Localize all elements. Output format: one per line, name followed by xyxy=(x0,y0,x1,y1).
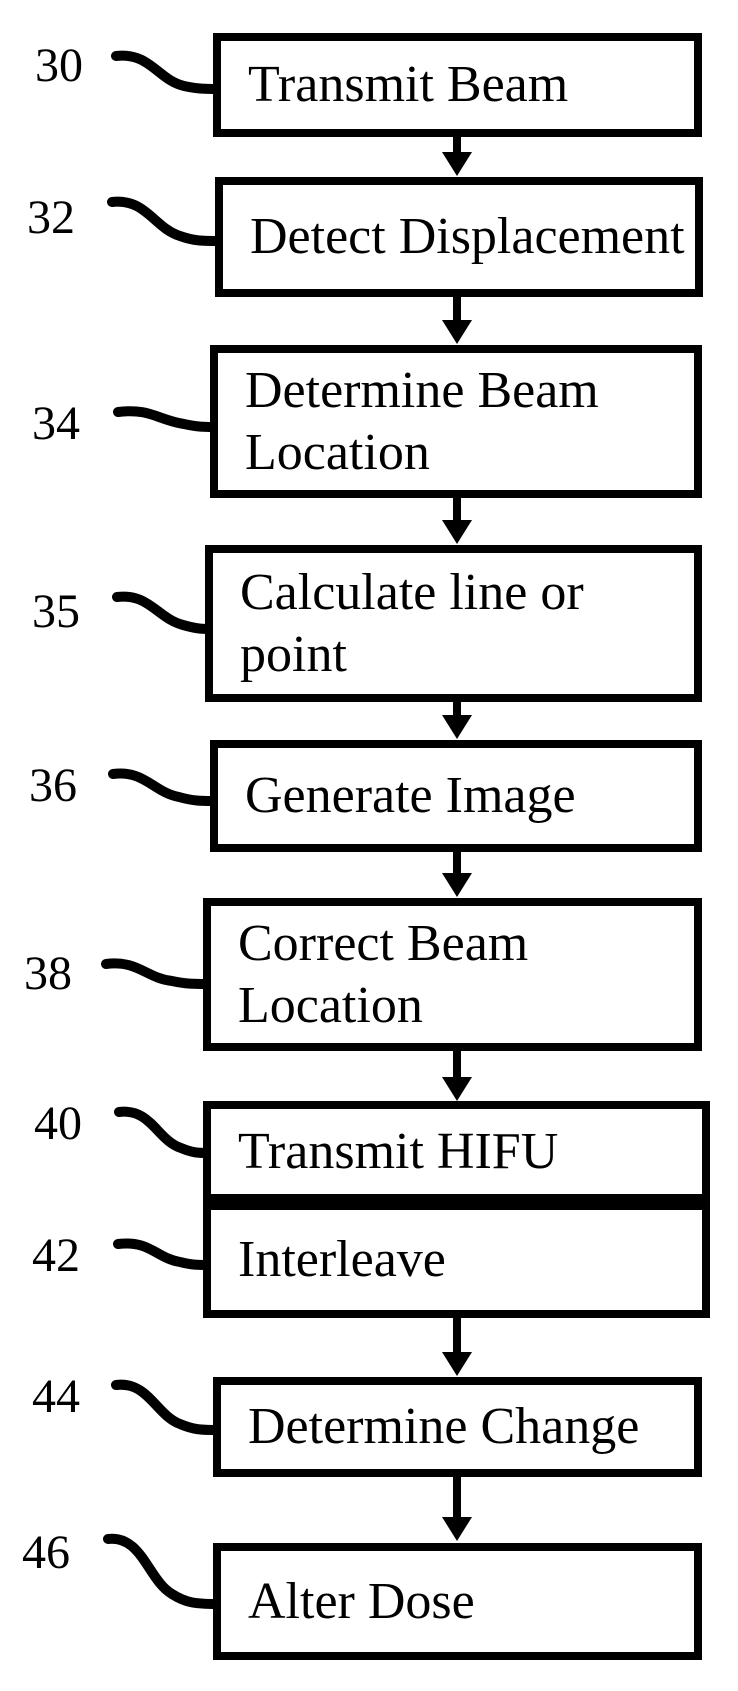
flow-arrow-3 xyxy=(442,498,472,544)
leader-line-34 xyxy=(113,406,219,432)
ref-label-30: 30 xyxy=(35,39,83,92)
ref-label-35: 35 xyxy=(32,585,80,638)
step-label: Detect Displacement xyxy=(250,208,685,266)
flow-box-generate-image: Generate Image xyxy=(210,740,702,852)
leader-line-32 xyxy=(107,196,224,246)
leader-line-35 xyxy=(112,591,216,634)
flow-arrow-2 xyxy=(442,297,472,344)
step-label: Calculate line or point xyxy=(240,564,584,683)
ref-label-42: 42 xyxy=(32,1229,80,1282)
step-label: Transmit HIFU xyxy=(238,1122,559,1180)
flow-arrow-7 xyxy=(442,1318,472,1376)
leader-line-42 xyxy=(113,1238,212,1270)
step-label: Alter Dose xyxy=(248,1572,475,1630)
leader-line-36 xyxy=(108,768,219,806)
flow-arrow-4 xyxy=(442,702,472,739)
step-label: Generate Image xyxy=(245,767,576,825)
flow-box-transmit-hifu: Transmit HIFU xyxy=(203,1101,710,1202)
flow-box-alter-dose: Alter Dose xyxy=(213,1543,702,1660)
flow-box-detect-displacement: Detect Displacement xyxy=(215,177,703,297)
step-label: Interleave xyxy=(238,1231,446,1289)
leader-line-30 xyxy=(111,50,222,94)
leader-line-44 xyxy=(111,1379,222,1435)
flow-box-transmit-beam: Transmit Beam xyxy=(213,33,702,137)
flow-box-determine-beam-location: Determine Beam Location xyxy=(210,345,702,498)
ref-label-40: 40 xyxy=(34,1097,82,1150)
ref-label-44: 44 xyxy=(32,1370,80,1423)
ref-label-32: 32 xyxy=(27,191,75,244)
step-label: Determine Beam Location xyxy=(245,362,599,481)
step-label: Correct Beam Location xyxy=(238,915,529,1034)
flow-arrow-8 xyxy=(442,1477,472,1541)
flow-arrow-1 xyxy=(442,135,472,176)
flow-box-correct-beam-location: Correct Beam Location xyxy=(203,898,702,1051)
ref-label-46: 46 xyxy=(22,1526,70,1579)
flow-arrow-6 xyxy=(442,1051,472,1101)
ref-label-34: 34 xyxy=(32,397,80,450)
leader-line-38 xyxy=(101,958,212,989)
flow-arrow-5 xyxy=(442,852,472,897)
step-label: Transmit Beam xyxy=(248,56,569,114)
leader-line-46 xyxy=(103,1533,222,1609)
ref-label-36: 36 xyxy=(29,759,77,812)
flow-box-calculate-line-or-point: Calculate line or point xyxy=(205,545,702,702)
flow-box-interleave: Interleave xyxy=(203,1202,710,1318)
leader-line-40 xyxy=(114,1106,212,1158)
ref-label-38: 38 xyxy=(24,947,72,1000)
step-label: Determine Change xyxy=(248,1398,640,1456)
flow-box-determine-change: Determine Change xyxy=(213,1377,702,1477)
